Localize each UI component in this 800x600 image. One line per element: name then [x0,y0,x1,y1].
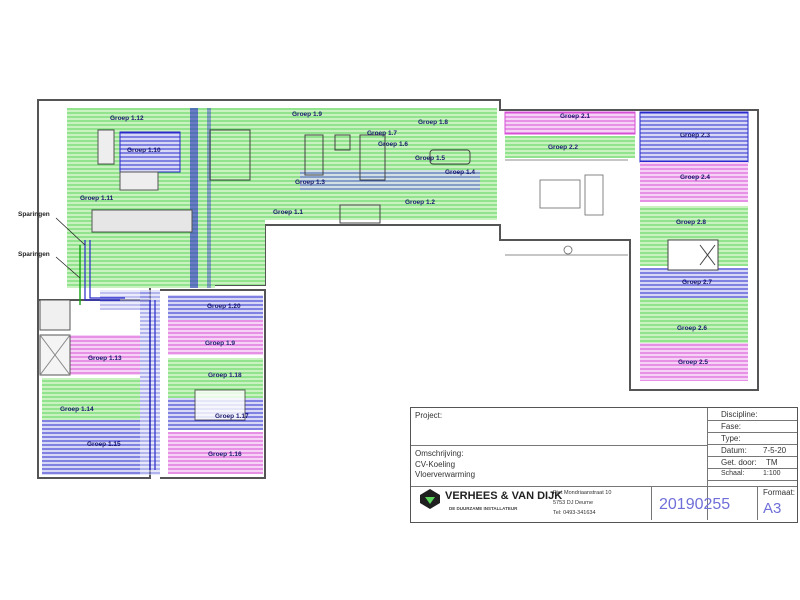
zone-green-hall [215,200,265,285]
label-g1-13: Groep 1.13 [88,355,122,362]
address-line2: 5753 DJ Deurne [553,500,594,506]
zone-mag-1-19 [168,320,263,355]
schaal-value: 1:100 [763,470,781,477]
zone-green-2-2 [505,136,635,158]
label-g1-20: Groep 1.20 [207,303,241,310]
label-g1-17: Groep 1.17 [215,413,249,420]
label-g1-2: Groep 1.2 [405,199,435,206]
zone-blue-2-7 [640,268,748,298]
project-label: Project: [415,411,443,420]
label-g1-15: Groep 1.15 [87,441,121,448]
formaat-label: Formaat: [763,488,796,497]
zone-green-1-14 [42,378,140,420]
label-g2-5: Groep 2.5 [678,359,708,366]
fase-label: Fase: [721,422,742,431]
schaal-label: Schaal: [721,470,745,477]
discipline-label: Discipline: [721,410,758,419]
zone-blue-1-15 [42,420,140,475]
formaat-value: A3 [763,500,782,517]
address-line1: Piet Mondriaanstraat 10 [553,490,612,496]
address-line3: Tel: 0493-341634 [553,510,596,516]
getdoor-value: TM [766,458,778,467]
label-g1-3: Groep 1.3 [295,179,325,186]
omschrijving-line2: Vloerverwarming [415,470,476,479]
zone-mag-1-16 [168,432,263,474]
label-g2-8: Groep 2.8 [676,219,706,226]
omschrijving-line1: CV-Koeling [415,460,456,469]
label-g2-7: Groep 2.7 [682,279,712,286]
zone-blue-1-20 [168,295,263,320]
company-name: VERHEES & VAN DIJK [445,490,563,502]
zone-mag-2-4 [640,162,748,202]
kitchen-island [91,209,193,233]
annotation-sparingen-1: Sparingen [18,211,50,218]
label-g1-19: Groep 1.9 [205,340,235,347]
zone-green-2-6 [640,298,748,343]
datum-value: 7-5-20 [763,446,787,455]
zone-mag-2-1 [504,111,636,135]
drawing-number: 20190255 [659,496,731,513]
label-g1-11: Groep 1.11 [80,195,114,202]
annotation-sparingen-2: Sparingen [18,251,50,258]
supply-pipes [84,240,156,470]
label-g1-5: Groep 1.5 [415,155,445,162]
datum-label: Datum: [721,446,747,455]
sparingen-arrows [55,217,86,279]
zone-bathroom [39,299,71,331]
zone-blue-1-10 [119,131,181,173]
furniture-living [209,129,471,224]
label-g1-18: Groep 1.18 [208,372,242,379]
label-g1-7: Groep 1.7 [367,130,397,137]
label-g1-10: Groep 1.10 [127,147,161,154]
label-g1-16: Groep 1.16 [208,451,242,458]
label-g2-6: Groep 2.6 [677,325,707,332]
getdoor-label: Get. door: [721,458,757,467]
label-g2-2: Groep 2.2 [548,144,578,151]
label-g2-3: Groep 2.3 [680,132,710,139]
label-g2-1: Groep 2.1 [560,113,590,120]
terrace [505,159,628,256]
label-g2-4: Groep 2.4 [680,174,710,181]
label-g1-4: Groep 1.4 [445,169,475,176]
label-g1-6: Groep 1.6 [378,141,408,148]
type-label: Type: [721,434,741,443]
title-block: Project: Omschrijving: CV-Koeling Vloerv… [410,407,798,523]
label-g1-14: Groep 1.14 [60,406,94,413]
zone-mag-2-5 [640,343,748,381]
zone-mag-1-13 [70,335,140,375]
label-g1-8: Groep 1.8 [418,119,448,126]
omschrijving-label: Omschrijving: [415,449,464,458]
label-g1-1: Groep 1.1 [273,209,303,216]
label-g1-9: Groep 1.9 [292,111,322,118]
label-g1-12: Groep 1.12 [110,115,144,122]
company-logo-icon [420,489,440,509]
company-tagline: DE DUURZAME INSTALLATEUR [449,506,518,511]
